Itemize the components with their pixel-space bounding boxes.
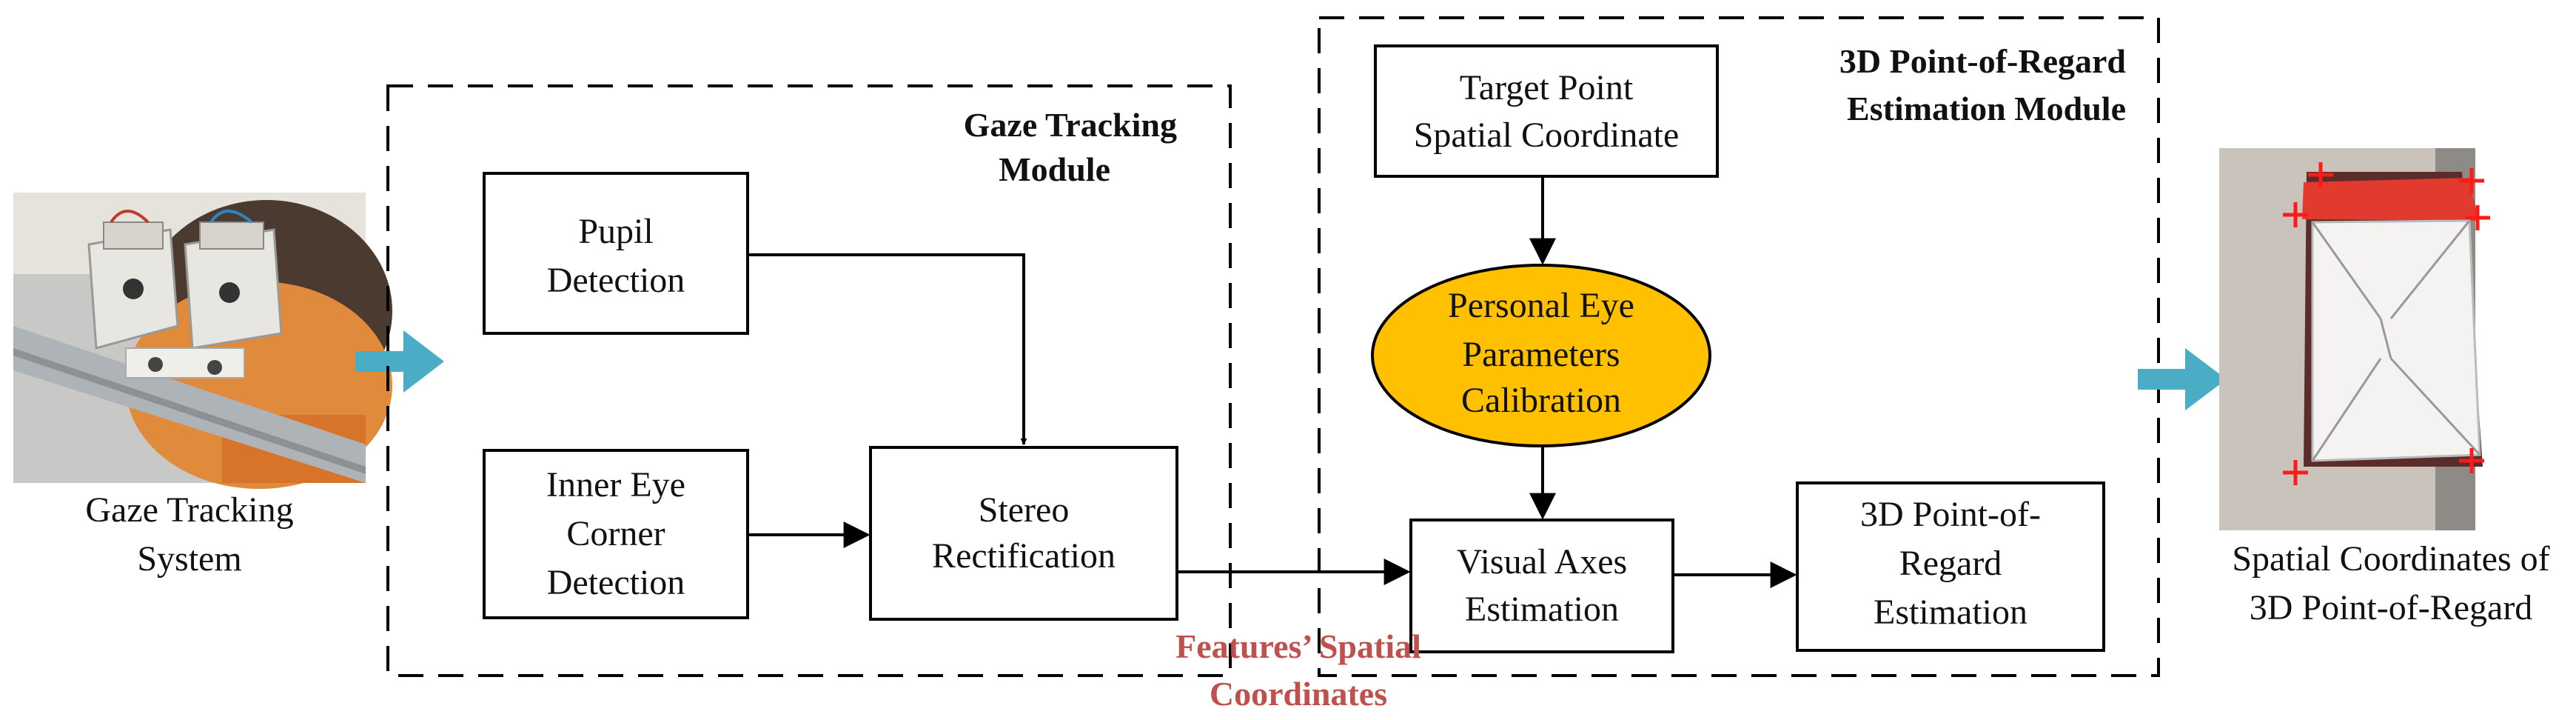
estimation-module-boundary — [1318, 16, 2160, 677]
input-caption-line-1: Gaze Tracking — [85, 490, 293, 530]
visual-axes-line-1: Visual Axes — [1457, 542, 1627, 581]
inner-eye-line-3: Detection — [547, 563, 685, 602]
target-point-line-1: Target Point — [1460, 68, 1634, 107]
target-point-line-2: Spatial Coordinate — [1414, 116, 1680, 155]
corner-marker — [2459, 168, 2484, 193]
corner-marker — [2283, 460, 2308, 485]
gaze-tracking-module-title-line-1: Gaze Tracking — [964, 106, 1177, 144]
output-caption-line-2: 3D Point-of-Regard — [2250, 588, 2533, 627]
calibration-line-2: Parameters — [1462, 335, 1620, 374]
calibration-line-3: Calibration — [1461, 381, 1621, 420]
target-board-photo — [2219, 148, 2490, 530]
por-line-1: 3D Point-of- — [1860, 495, 2041, 534]
estimation-module-title-line-2: Estimation Module — [1847, 90, 2126, 127]
input-caption-line-2: System — [137, 539, 241, 579]
gaze-tracking-module-boundary — [386, 84, 1232, 677]
features-label-line-2: Coordinates — [1210, 675, 1387, 713]
stereo-rectification-node: Stereo Rectification — [869, 446, 1178, 621]
output-caption-line-1: Spatial Coordinates of — [2232, 539, 2549, 579]
features-label-line-1: Features’ Spatial — [1175, 627, 1421, 665]
personal-eye-calibration-node: Personal Eye Parameters Calibration — [1371, 264, 1711, 447]
por-line-3: Estimation — [1874, 593, 2027, 632]
corner-marker — [2465, 205, 2490, 230]
output-arrow — [2138, 348, 2227, 410]
edge-pupil-to-stereo — [748, 253, 1027, 445]
estimation-module-title-line-1: 3D Point-of-Regard — [1839, 42, 2127, 80]
por-line-2: Regard — [1899, 544, 2002, 583]
gaze-tracking-system-photo — [13, 193, 392, 489]
por-estimation-node: 3D Point-of- Regard Estimation — [1796, 481, 2105, 652]
inner-eye-corner-detection-node: Inner Eye Corner Detection — [483, 449, 749, 619]
stereo-line-1: Stereo — [979, 490, 1070, 530]
calibration-line-1: Personal Eye — [1448, 286, 1634, 325]
pupil-detection-line-2: Detection — [547, 261, 685, 300]
inner-eye-line-1: Inner Eye — [546, 465, 685, 504]
input-arrow — [355, 330, 444, 393]
target-point-node: Target Point Spatial Coordinate — [1374, 44, 1719, 178]
visual-axes-line-2: Estimation — [1465, 590, 1619, 629]
visual-axes-estimation-node: Visual Axes Estimation — [1409, 519, 1674, 653]
stereo-line-2: Rectification — [932, 536, 1116, 576]
corner-marker — [2308, 162, 2333, 187]
inner-eye-line-2: Corner — [566, 514, 665, 553]
corner-marker — [2283, 202, 2308, 227]
pupil-detection-line-1: Pupil — [578, 212, 653, 251]
corner-marker — [2459, 448, 2484, 473]
gaze-tracking-module-title-line-2: Module — [999, 150, 1110, 188]
pupil-detection-node: Pupil Detection — [483, 172, 749, 335]
